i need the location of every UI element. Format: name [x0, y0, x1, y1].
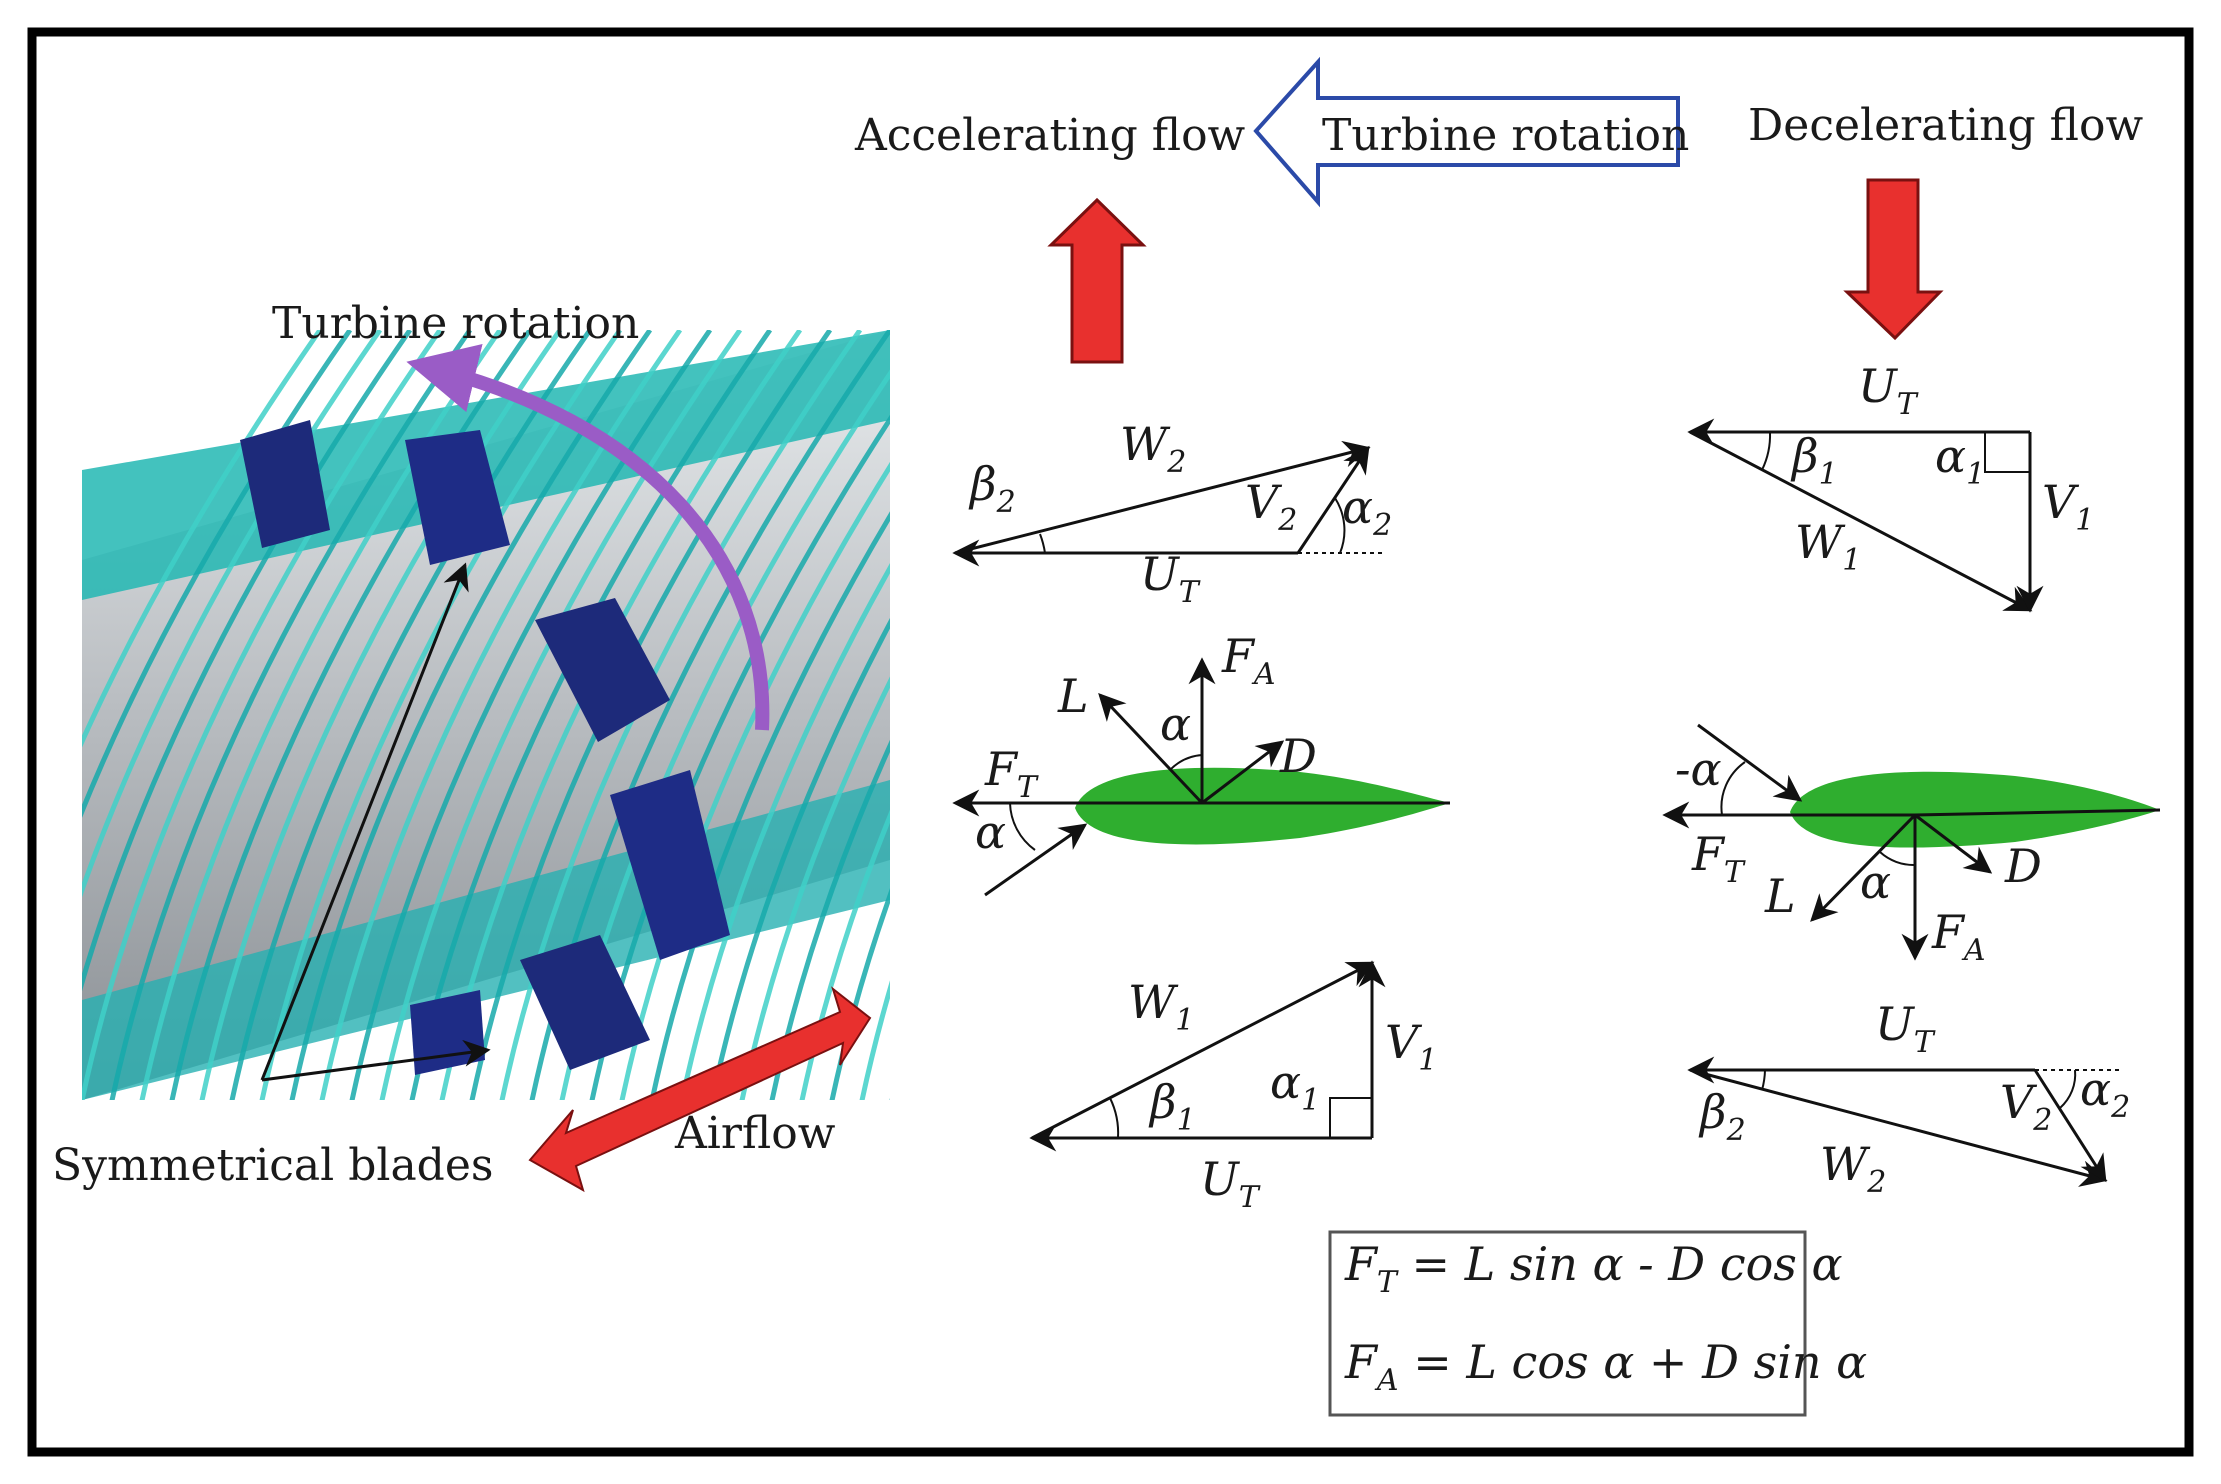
w2-label-top-left: W2 [1120, 417, 1186, 480]
lift-label-right: L [1764, 869, 1796, 923]
velocity-triangle-top-right [1687, 418, 2044, 613]
blade-pointer-2 [261, 1039, 491, 1082]
fa-label-right: FA [1931, 905, 1986, 968]
drag-label-left: D [1279, 729, 1317, 783]
velocity-triangle-bottom-left [1029, 960, 1386, 1152]
alpha-label-left-bottom: α [975, 805, 1006, 859]
velocity-triangle-bottom-right [1687, 1056, 2120, 1187]
blade-5 [520, 935, 650, 1070]
ut-label-bottom-right: UT [1875, 997, 1936, 1060]
beta1-label-top-right: β1 [1790, 429, 1838, 492]
ft-label-left: FT [984, 742, 1039, 805]
airfoil-left [1075, 767, 1450, 845]
velocity-triangle-top-left [952, 440, 1385, 567]
v1-label-top-right: V1 [2042, 475, 2094, 538]
equations-box [1328, 1230, 1807, 1417]
streamline [649, 511, 890, 1100]
w1-label-bottom-left: W1 [1128, 975, 1194, 1038]
streamline [199, 330, 563, 1100]
turbine-rotation-arrow [1253, 56, 1680, 208]
decelerating-flow-arrow [1843, 178, 1944, 341]
streamline [82, 330, 323, 748]
streamline [409, 330, 773, 1100]
alpha-label-left-top: α [1160, 697, 1191, 751]
airfoil-right-group [1662, 723, 2161, 961]
streamline [82, 330, 443, 1100]
decelerating-flow-label: Decelerating flow [1748, 100, 2143, 151]
airfoil-right [1790, 771, 2160, 848]
streamline [739, 676, 890, 1100]
streamline [709, 617, 890, 1100]
alpha2-label-bottom-right: α2 [2080, 1062, 2130, 1125]
beta2-label-bottom-right: β2 [1698, 1085, 1746, 1148]
neg-alpha-label-right: -α [1675, 742, 1722, 796]
rotation-arc [406, 344, 770, 731]
streamline [679, 562, 890, 1100]
rotor-illustration [82, 330, 1280, 1110]
v2-label-top-left: V2 [1245, 475, 1297, 538]
blade-2 [405, 430, 510, 565]
ut-label-top-right: UT [1858, 359, 1919, 422]
blade-6 [410, 990, 485, 1075]
beta1-label-bottom-left: β1 [1148, 1075, 1196, 1138]
symmetrical-blades-label: Symmetrical blades [52, 1140, 493, 1191]
w1-label-top-right: W1 [1795, 515, 1861, 578]
w2-label-bottom-right: W2 [1820, 1137, 1886, 1200]
streamline [109, 330, 473, 1100]
equation-ft: FT = L sin α - D cos α [1344, 1237, 1843, 1300]
ut-label-top-left: UT [1140, 547, 1201, 610]
blade-4 [610, 770, 730, 960]
ft-label-right: FT [1691, 827, 1746, 890]
streamline [169, 330, 533, 1100]
beta2-label-top-left: β2 [968, 457, 1016, 520]
lift-label-left: L [1057, 669, 1089, 723]
alpha2-label-top-left: α2 [1342, 480, 1392, 543]
streamline [829, 888, 890, 1100]
v2-label-bottom-right: V2 [2000, 1075, 2052, 1138]
blade-1 [240, 420, 330, 548]
airfoil-left-group [952, 657, 1450, 897]
v1-label-bottom-left: V1 [1385, 1015, 1437, 1078]
streamline [799, 809, 890, 1100]
equation-fa: FA = L cos α + D sin α [1344, 1335, 1867, 1398]
alpha1-label-top-right: α1 [1935, 429, 1985, 492]
alpha-label-right: α [1860, 855, 1891, 909]
blade-3 [535, 598, 670, 742]
airflow-label: Airflow [674, 1108, 836, 1159]
drag-label-right: D [2004, 839, 2042, 893]
streamline [920, 330, 1280, 1110]
alpha1-label-bottom-left: α1 [1270, 1055, 1320, 1118]
rotor-streamlines [82, 330, 1280, 1110]
blade-pointer-1 [260, 562, 469, 1081]
turbine-rotation-top-label: Turbine rotation [1322, 110, 1689, 161]
ut-label-bottom-left: UT [1200, 1152, 1261, 1215]
streamline [769, 739, 890, 1100]
figure-frame [27, 27, 2194, 1457]
streamline [139, 330, 503, 1100]
streamline [379, 330, 743, 1100]
streamline [82, 330, 413, 992]
airflow-arrow [528, 986, 872, 1193]
streamline [319, 330, 683, 1100]
fa-label-left: FA [1221, 629, 1276, 692]
streamline [349, 330, 713, 1100]
turbine-rotation-left-label: Turbine rotation [272, 298, 639, 349]
streamline [229, 330, 593, 1100]
streamline [82, 330, 383, 898]
accelerating-flow-arrow [1047, 197, 1147, 364]
streamline [259, 330, 623, 1100]
accelerating-flow-label: Accelerating flow [854, 110, 1246, 161]
